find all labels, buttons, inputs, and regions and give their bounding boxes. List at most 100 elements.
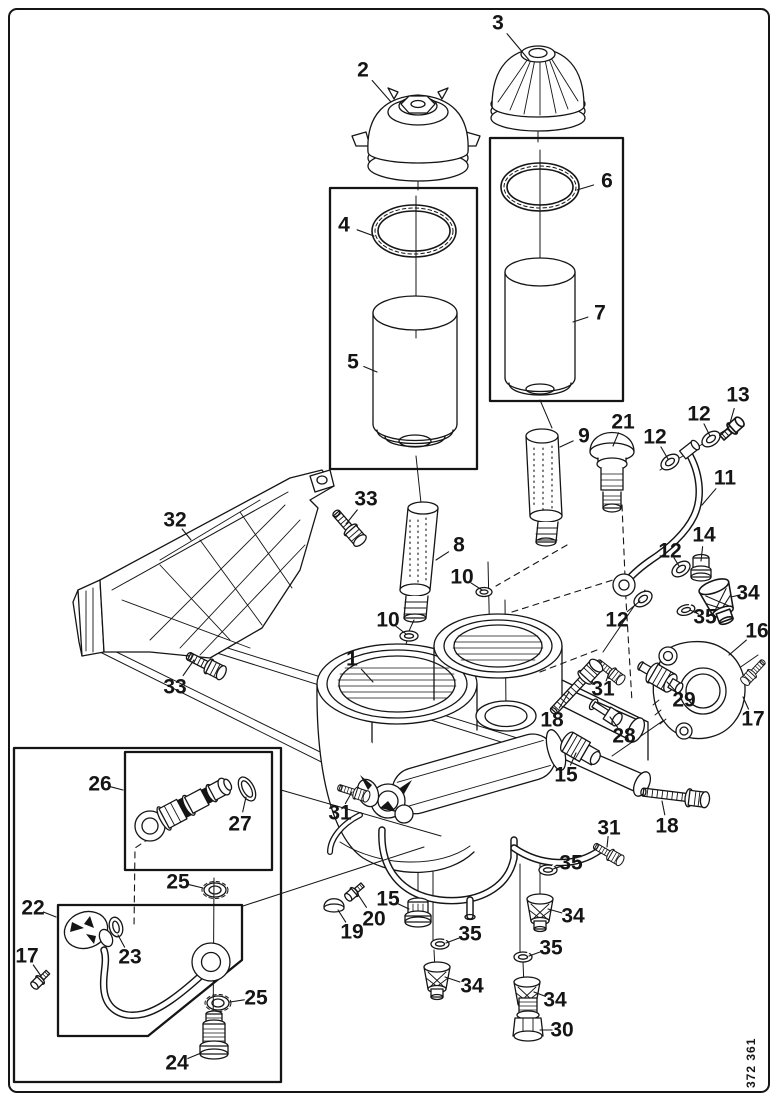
svg-text:8: 8 bbox=[453, 534, 465, 557]
callout-29-21: 29 bbox=[666, 681, 696, 712]
callout-8-6: 8 bbox=[435, 534, 465, 561]
svg-text:34: 34 bbox=[460, 975, 484, 998]
svg-text:24: 24 bbox=[165, 1052, 189, 1075]
callout-23-40: 23 bbox=[117, 934, 142, 969]
bolt-17 bbox=[738, 656, 769, 688]
filter-cap-left bbox=[351, 87, 481, 182]
callout-35-46: 35 bbox=[445, 923, 482, 946]
washer-12 bbox=[698, 427, 724, 451]
washer-12 bbox=[630, 587, 656, 611]
callout-5-3: 5 bbox=[347, 351, 378, 374]
callout-35-48: 35 bbox=[528, 937, 563, 960]
callout-21-10: 21 bbox=[611, 411, 635, 447]
svg-text:15: 15 bbox=[554, 764, 578, 787]
nipple-34 bbox=[526, 893, 554, 933]
page-border bbox=[8, 8, 770, 1093]
drawing-number: 372 361 bbox=[744, 1037, 758, 1088]
oring-6 bbox=[500, 162, 580, 212]
svg-text:9: 9 bbox=[578, 425, 590, 448]
svg-text:31: 31 bbox=[328, 802, 352, 825]
banjo-bolt-13 bbox=[716, 413, 748, 444]
svg-text:34: 34 bbox=[736, 582, 760, 605]
svg-text:34: 34 bbox=[543, 989, 567, 1012]
svg-text:12: 12 bbox=[643, 426, 666, 449]
svg-text:12: 12 bbox=[687, 403, 710, 426]
filter-housing bbox=[316, 613, 652, 921]
vent-valve-21 bbox=[589, 431, 635, 513]
svg-text:1: 1 bbox=[346, 648, 358, 671]
callout-17-39: 17 bbox=[15, 945, 42, 977]
svg-text:28: 28 bbox=[612, 725, 636, 748]
callout-18-29: 18 bbox=[655, 800, 679, 838]
svg-text:6: 6 bbox=[601, 170, 613, 193]
svg-text:19: 19 bbox=[340, 921, 363, 944]
callout-22-38: 22 bbox=[21, 897, 57, 920]
standpipe-8 bbox=[399, 501, 439, 623]
svg-text:31: 31 bbox=[591, 678, 615, 701]
callout-26-35: 26 bbox=[88, 773, 124, 796]
svg-text:5: 5 bbox=[347, 351, 359, 374]
svg-text:21: 21 bbox=[611, 411, 635, 434]
callout-34-50: 34 bbox=[533, 989, 567, 1012]
callout-34-49: 34 bbox=[547, 905, 585, 928]
oring-25 bbox=[204, 993, 232, 1013]
oring-27 bbox=[237, 776, 257, 802]
screw-20 bbox=[342, 880, 367, 904]
svg-text:34: 34 bbox=[561, 905, 585, 928]
callout-19-43: 19 bbox=[337, 909, 364, 944]
svg-text:35: 35 bbox=[458, 923, 482, 946]
svg-text:16: 16 bbox=[745, 620, 768, 643]
svg-text:27: 27 bbox=[228, 813, 251, 836]
svg-text:20: 20 bbox=[362, 908, 385, 931]
callout-14-15: 14 bbox=[692, 524, 716, 562]
oring-4 bbox=[371, 204, 457, 258]
callout-12-13: 12 bbox=[643, 426, 669, 460]
svg-text:12: 12 bbox=[658, 540, 681, 563]
callout-35-30: 35 bbox=[552, 852, 583, 875]
callout-2-0: 2 bbox=[357, 59, 392, 103]
svg-text:11: 11 bbox=[714, 467, 737, 490]
svg-text:13: 13 bbox=[726, 384, 749, 407]
callout-18-25: 18 bbox=[540, 691, 570, 732]
callout-34-17: 34 bbox=[730, 582, 760, 605]
plug-15-bottom bbox=[404, 897, 432, 928]
svg-text:17: 17 bbox=[15, 945, 38, 968]
filter-element-5 bbox=[372, 295, 458, 448]
washer-12 bbox=[657, 450, 683, 474]
callout-10-8: 10 bbox=[450, 566, 483, 591]
callout-7-5: 7 bbox=[572, 302, 606, 325]
svg-text:3: 3 bbox=[492, 12, 504, 35]
callout-34-47: 34 bbox=[444, 975, 484, 998]
callout-31-28: 31 bbox=[597, 817, 621, 848]
callout-9-7: 9 bbox=[559, 425, 590, 448]
svg-text:31: 31 bbox=[597, 817, 621, 840]
callout-25-37: 25 bbox=[166, 871, 204, 894]
callout-25-41: 25 bbox=[229, 987, 268, 1010]
svg-text:17: 17 bbox=[741, 708, 764, 731]
fitting-24 bbox=[199, 1010, 229, 1060]
detail-box-22 bbox=[56, 903, 244, 1038]
cover-16 bbox=[652, 640, 746, 740]
svg-text:35: 35 bbox=[693, 606, 717, 629]
sensor-30 bbox=[512, 997, 544, 1042]
svg-text:18: 18 bbox=[655, 815, 679, 838]
svg-text:32: 32 bbox=[163, 509, 186, 532]
plug-15 bbox=[559, 731, 601, 766]
callout-12-19: 12 bbox=[605, 600, 641, 632]
detail-box-outer bbox=[12, 746, 283, 1084]
oring-25 bbox=[201, 880, 229, 900]
svg-text:35: 35 bbox=[539, 937, 563, 960]
svg-text:26: 26 bbox=[88, 773, 111, 796]
callout-3-1: 3 bbox=[492, 12, 530, 61]
bolt-33 bbox=[327, 505, 370, 550]
callout-20-44: 20 bbox=[356, 892, 386, 931]
svg-text:4: 4 bbox=[338, 214, 350, 237]
callout-27-36: 27 bbox=[228, 796, 252, 836]
callout-13-11: 13 bbox=[726, 384, 750, 431]
callout-11-14: 11 bbox=[701, 467, 737, 506]
svg-text:25: 25 bbox=[244, 987, 268, 1010]
svg-text:15: 15 bbox=[376, 888, 400, 911]
